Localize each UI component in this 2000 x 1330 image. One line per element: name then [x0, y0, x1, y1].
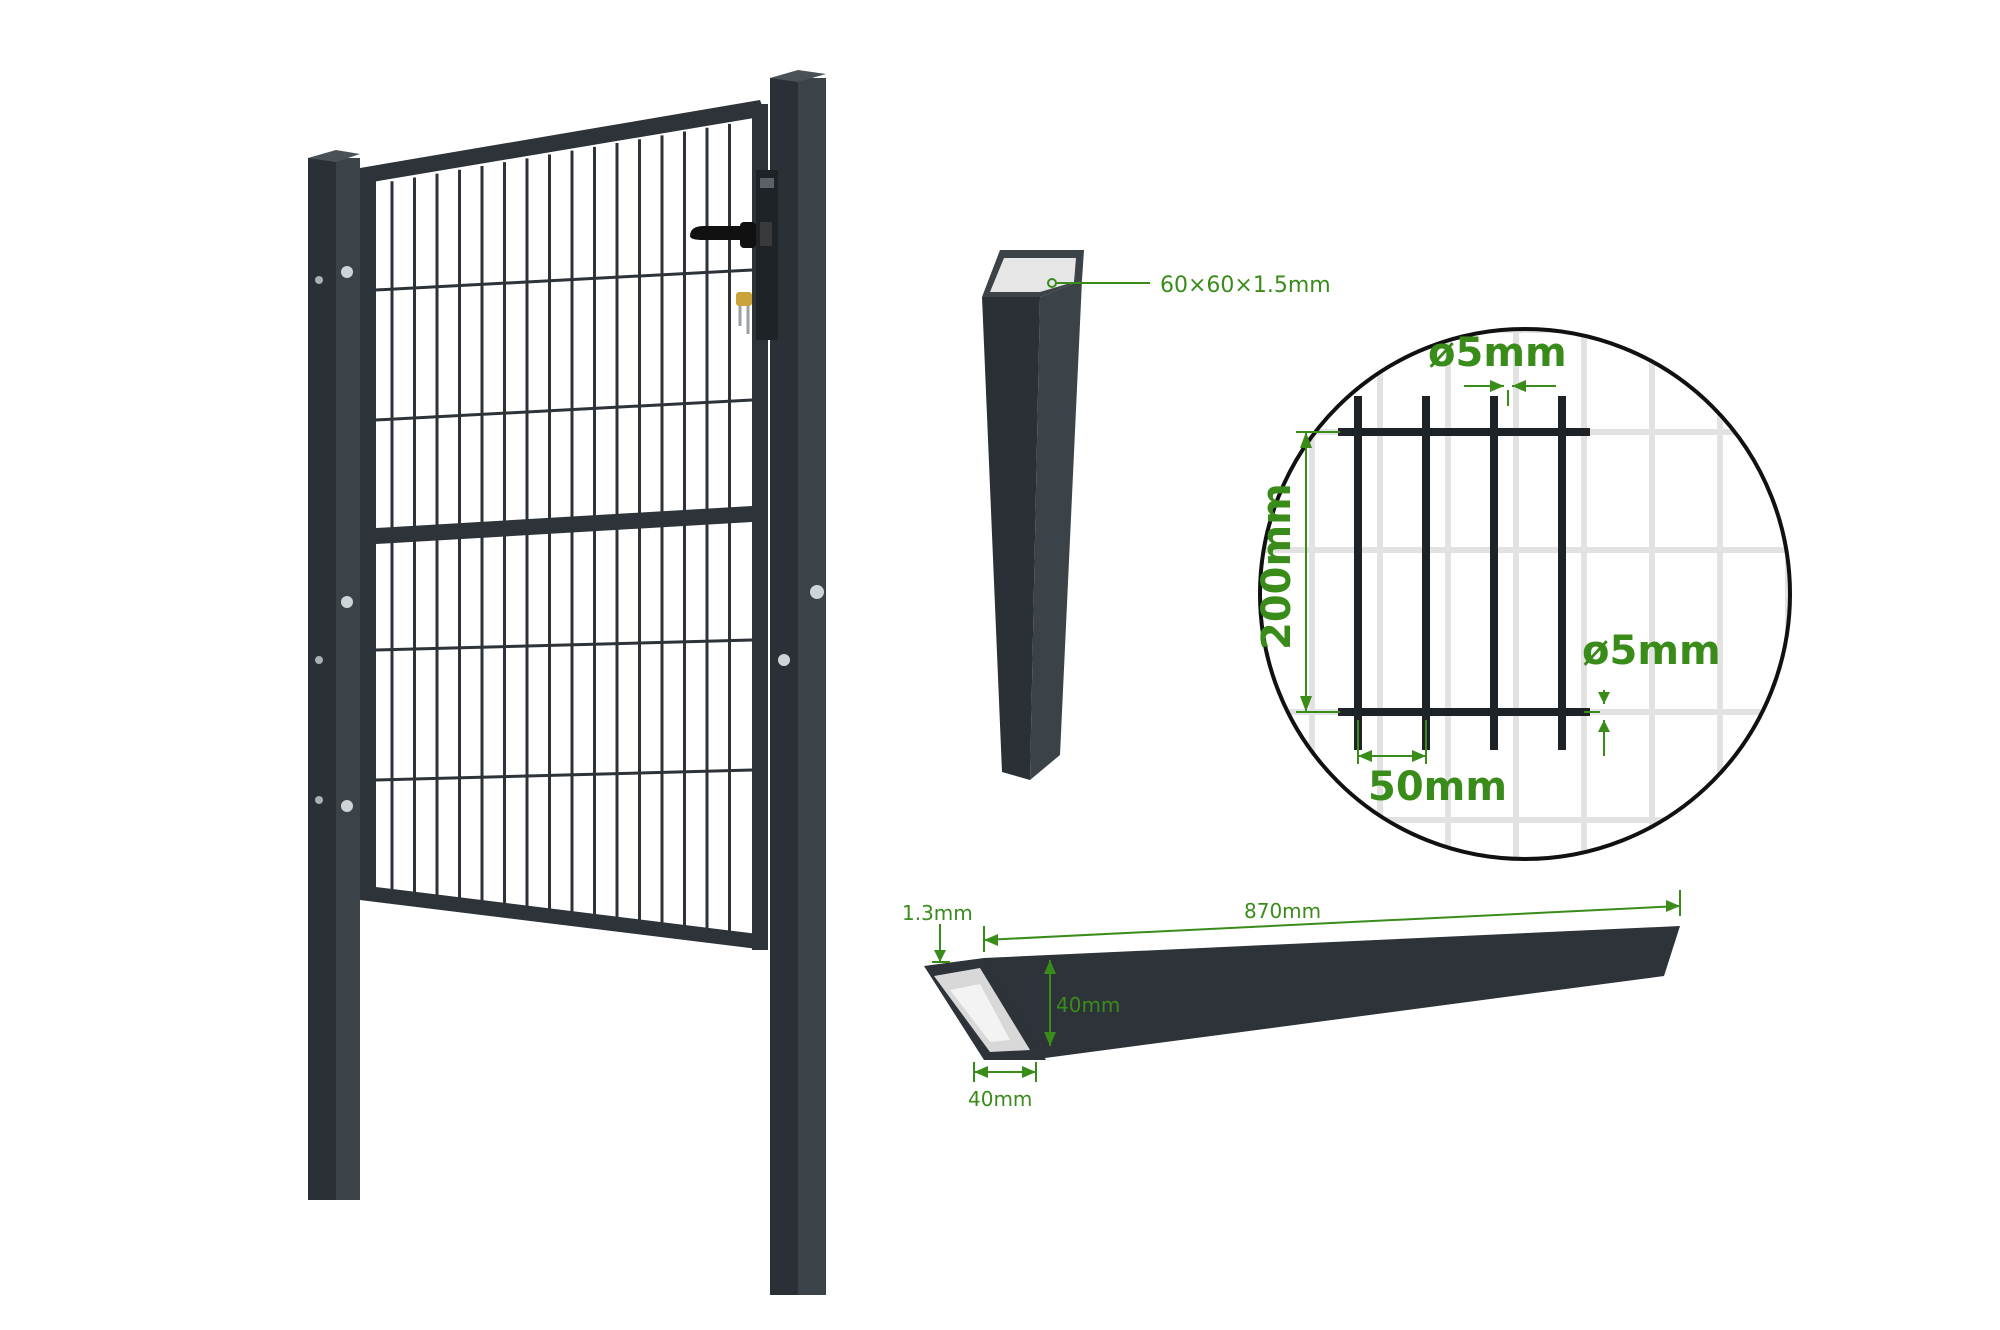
- brace-thickness-label: 1.3mm: [902, 901, 973, 925]
- dimension-50mm: 50mm: [1357, 720, 1507, 810]
- brace-height-label: 40mm: [1056, 993, 1120, 1017]
- key-icon: [736, 292, 752, 334]
- dimension-200mm: 200mm: [1254, 431, 1340, 713]
- dimension-diameter-top-label: ø5mm: [1428, 330, 1567, 376]
- detail-circle: [1258, 327, 1792, 861]
- brace-detail: 1.3mm 870mm 40mm 40mm: [902, 890, 1681, 1111]
- dimension-diameter-top: ø5mm: [1428, 330, 1567, 406]
- brace-length-label: 870mm: [1244, 899, 1321, 923]
- post-spec-label: 60×60×1.5mm: [1160, 273, 1331, 298]
- gate-horizontal-wire: [375, 638, 753, 652]
- dimension-width: 40mm: [968, 1062, 1037, 1111]
- dimension-height: 40mm: [1044, 960, 1120, 1046]
- mesh-wires: [1338, 396, 1590, 750]
- gate-mesh: [375, 123, 753, 933]
- gate-horizontal-wire: [375, 268, 753, 292]
- hinge-bolts: [315, 266, 824, 812]
- brace-width-label: 40mm: [968, 1087, 1032, 1111]
- dimension-diameter-side-label: ø5mm: [1582, 628, 1721, 674]
- gate-illustration: [308, 70, 826, 1295]
- gate-horizontal-wire: [375, 398, 753, 422]
- dimension-diameter-side: ø5mm: [1582, 628, 1721, 756]
- dimension-50mm-label: 50mm: [1368, 764, 1507, 810]
- gate-frame: [360, 100, 768, 950]
- dimension-thickness: 1.3mm: [902, 901, 973, 963]
- mesh-detail: 200mm 50mm ø5mm ø5mm: [1254, 327, 1792, 861]
- gate-lock-icon: [690, 170, 778, 340]
- post-detail: 60×60×1.5mm: [982, 250, 1331, 780]
- mesh-background-grid: [1260, 329, 1790, 859]
- dimension-length: 870mm: [983, 890, 1681, 952]
- left-post: [308, 150, 360, 1200]
- dimension-200mm-label: 200mm: [1254, 483, 1300, 650]
- gate-horizontal-wire: [375, 768, 753, 782]
- right-post: [770, 70, 826, 1295]
